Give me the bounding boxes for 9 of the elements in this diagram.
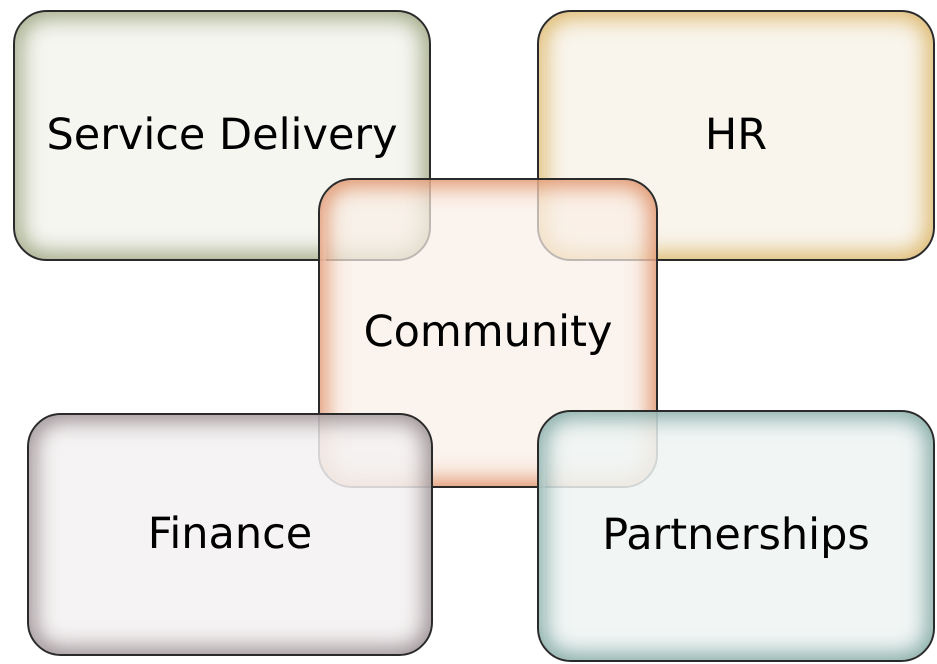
- rounded-box: [537, 410, 935, 662]
- box-label: Community: [362, 308, 614, 358]
- rounded-box: [27, 413, 433, 656]
- rounded-box: [537, 10, 935, 261]
- box-label: Partnerships: [601, 511, 871, 561]
- box-label: Finance: [146, 510, 314, 560]
- box-label: HR: [704, 110, 768, 160]
- rounded-box: [13, 10, 431, 261]
- box-label: Service Delivery: [45, 110, 399, 160]
